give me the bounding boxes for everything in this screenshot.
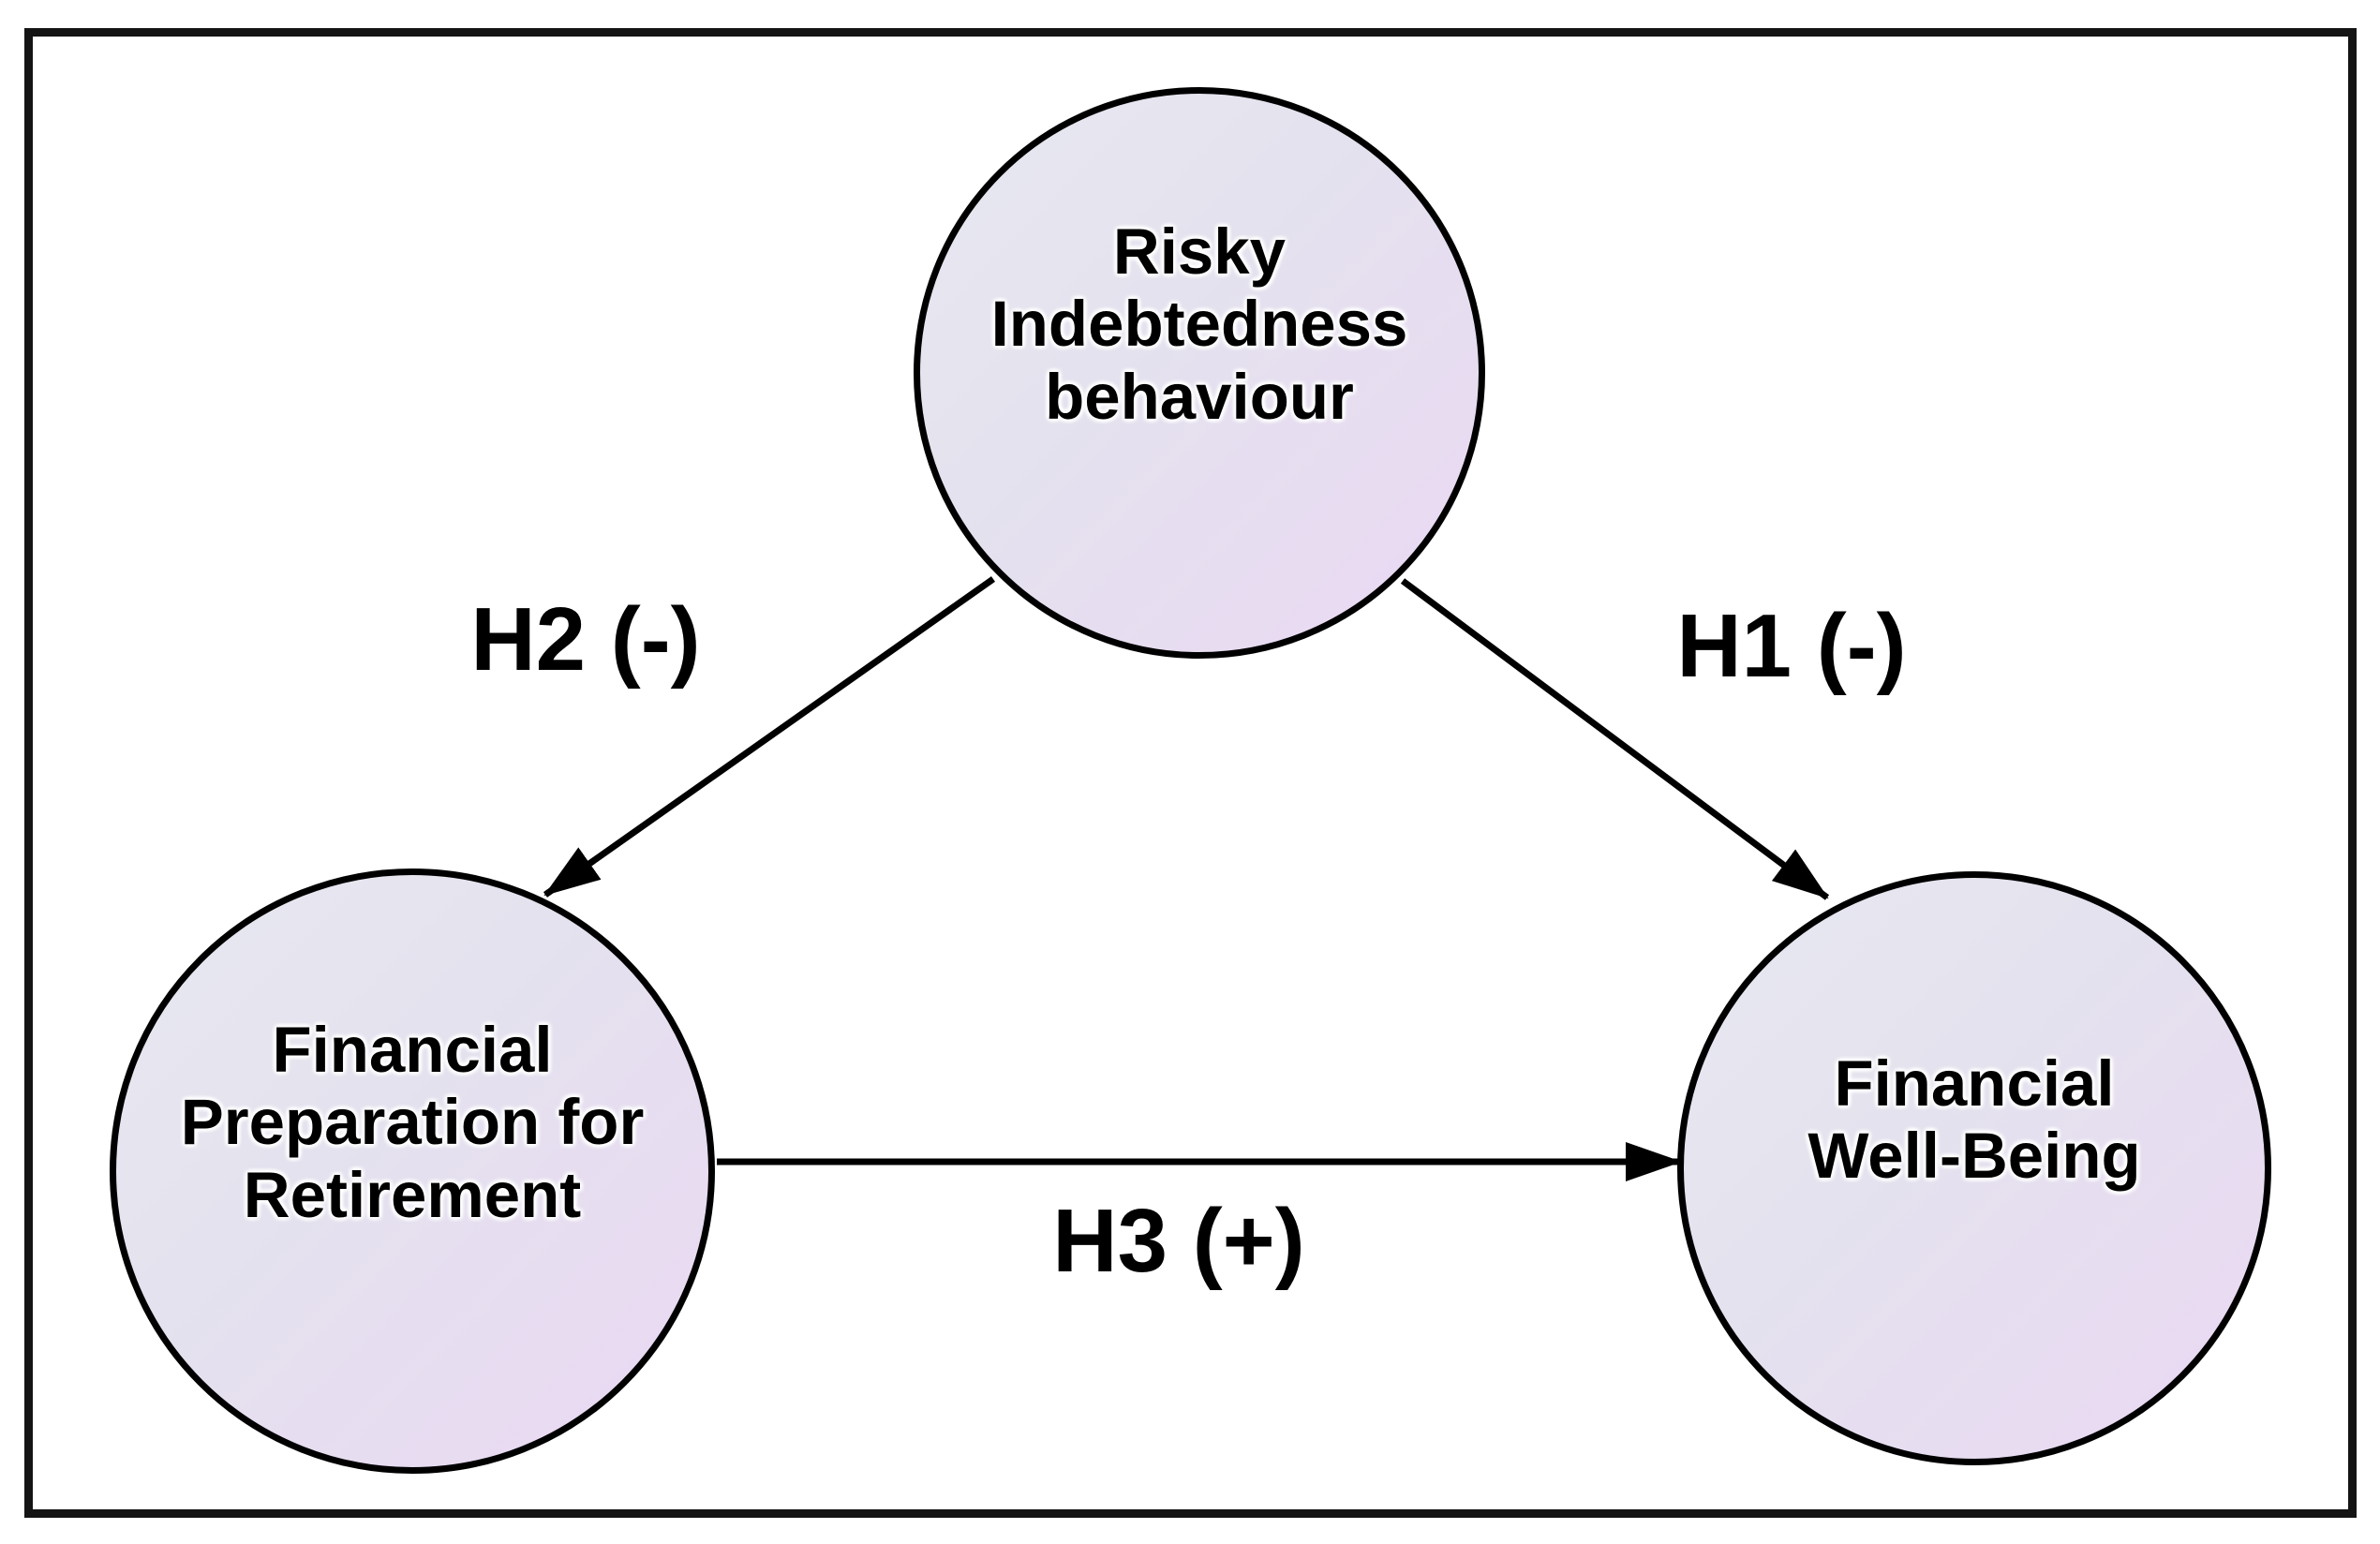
node-label-line: Retirement: [243, 1158, 582, 1231]
node-financial-preparation-for-retirement-label: Financial Preparation for Retirement: [181, 1014, 645, 1231]
node-label-line: Preparation for: [180, 1086, 645, 1159]
node-label-line: Indebtedness: [990, 288, 1408, 361]
edge-label-h2: H2 (-): [470, 589, 701, 690]
edge-label-h3: H3 (+): [1052, 1191, 1305, 1291]
node-label-line: Risky: [1112, 215, 1287, 289]
node-label-line: behaviour: [1045, 360, 1354, 433]
edge-label-h1: H1 (-): [1676, 596, 1907, 696]
node-label-line: Financial: [272, 1014, 553, 1087]
node-label-line: Financial: [1834, 1047, 2115, 1120]
node-risky-indebtedness-behaviour: Risky Indebtedness behaviour: [914, 87, 1485, 659]
node-label-line: Well-Being: [1807, 1120, 2141, 1192]
node-financial-well-being: Financial Well-Being: [1677, 871, 2271, 1465]
node-risky-indebtedness-behaviour-label: Risky Indebtedness behaviour: [991, 215, 1408, 433]
node-financial-preparation-for-retirement: Financial Preparation for Retirement: [110, 868, 715, 1474]
node-financial-well-being-label: Financial Well-Being: [1807, 1047, 2140, 1193]
